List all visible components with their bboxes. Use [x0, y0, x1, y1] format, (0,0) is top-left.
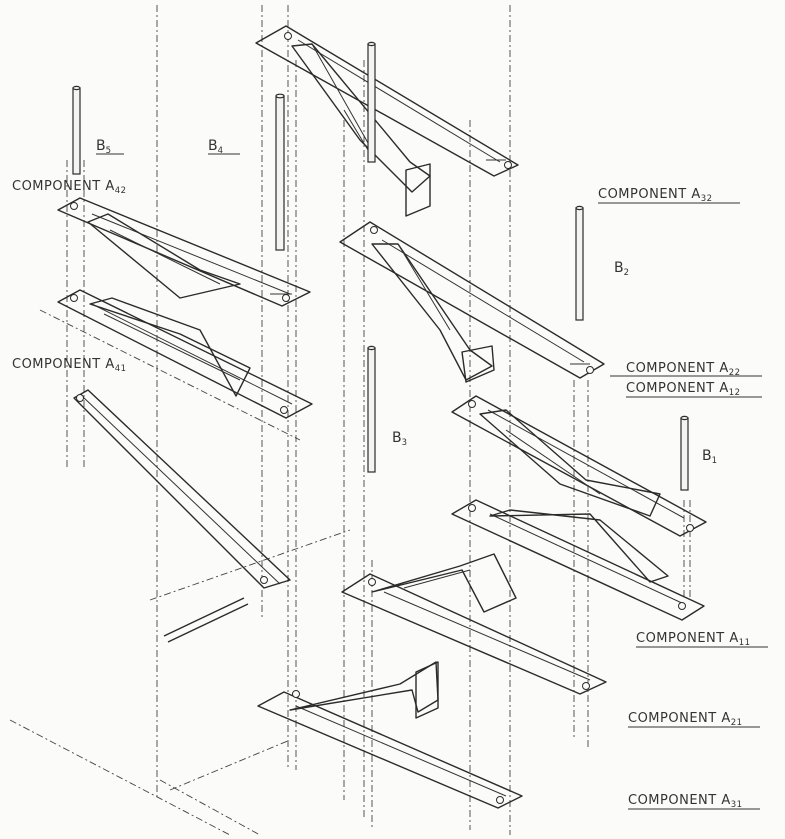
- long-strut: [73, 389, 291, 643]
- assembly-hidden-lines: [9, 5, 691, 836]
- label-b4: B4: [208, 138, 223, 156]
- rod-b4-upper: [367, 41, 376, 163]
- bracket-a31: [257, 661, 523, 809]
- rod-b2: [575, 205, 584, 321]
- label-component-a22: COMPONENT A22: [626, 361, 741, 378]
- bracket-a41: [57, 289, 313, 419]
- rod-b4: [275, 93, 285, 251]
- bracket-a22: [339, 221, 605, 383]
- label-component-a41: COMPONENT A41: [12, 357, 127, 374]
- label-b2: B2: [614, 260, 629, 278]
- bracket-a21: [341, 553, 607, 695]
- bracket-a32: [255, 25, 519, 217]
- rod-b3: [367, 345, 376, 473]
- label-b1: B1: [702, 448, 717, 466]
- label-component-a11: COMPONENT A11: [636, 631, 751, 648]
- bracket-a11: [451, 499, 705, 621]
- label-b5: B5: [96, 138, 111, 156]
- label-component-a32: COMPONENT A32: [598, 187, 713, 204]
- label-component-a31: COMPONENT A31: [628, 793, 743, 810]
- label-b3: B3: [392, 430, 407, 448]
- rod-b1: [680, 415, 689, 491]
- label-component-a12: COMPONENT A12: [626, 381, 741, 398]
- bracket-a42: [57, 197, 311, 307]
- rod-b5: [72, 85, 81, 175]
- bracket-a12: [451, 395, 707, 537]
- label-component-a42: COMPONENT A42: [12, 179, 127, 196]
- label-component-a21: COMPONENT A21: [628, 711, 743, 728]
